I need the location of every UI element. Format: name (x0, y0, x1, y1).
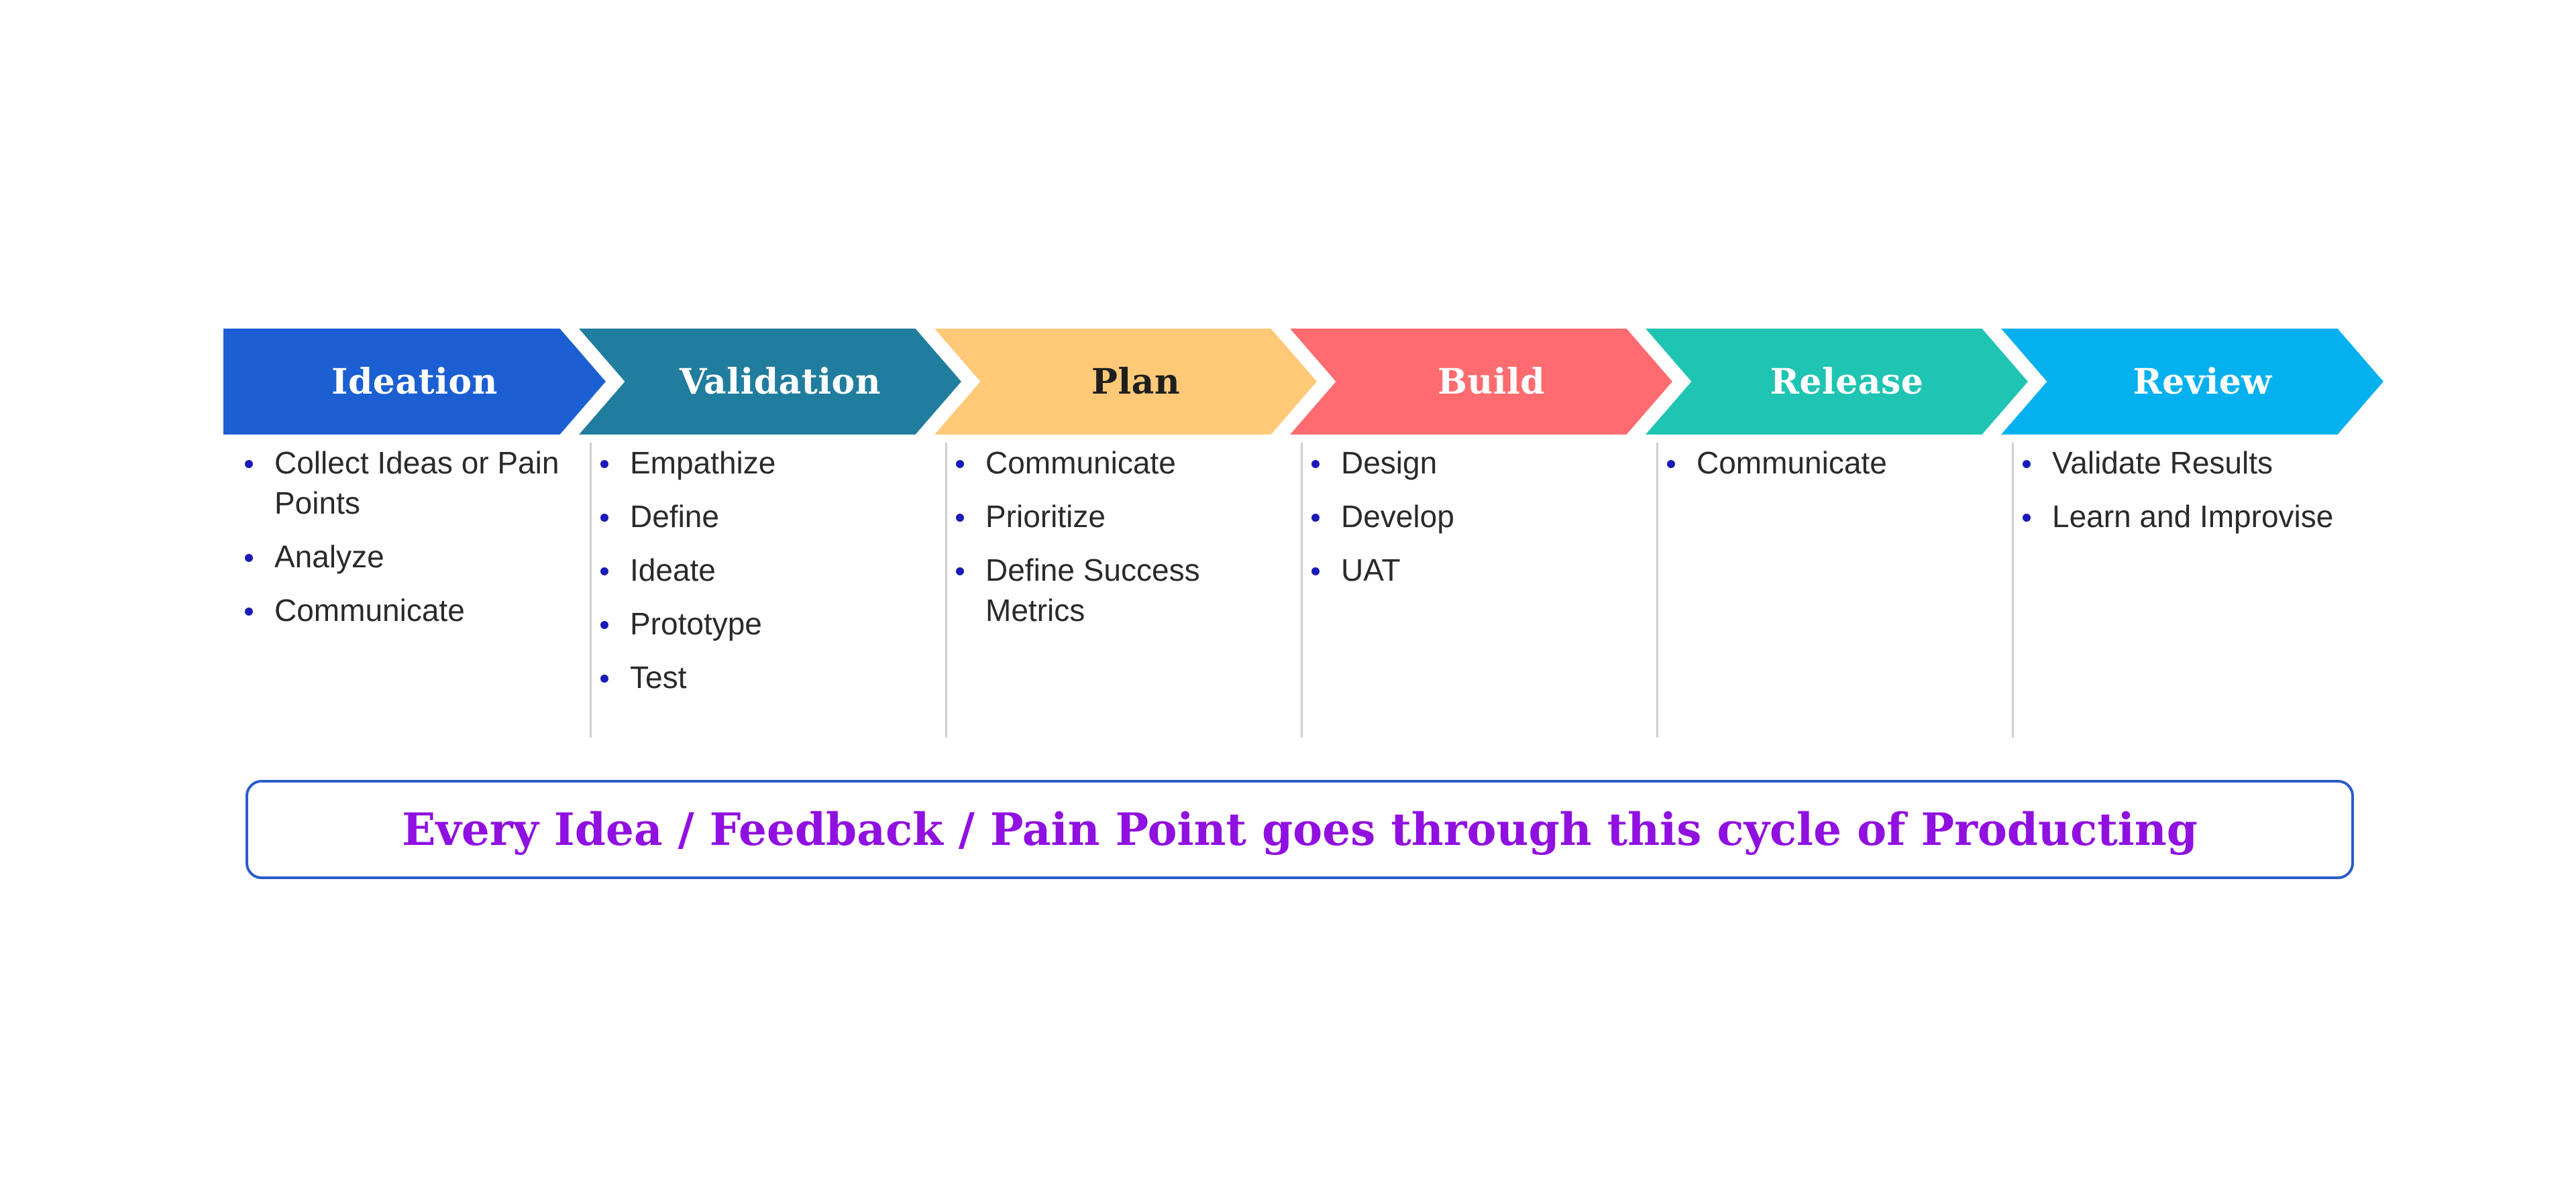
bullet-icon (956, 567, 964, 575)
column-divider (2012, 443, 2014, 738)
stage-item: UAT (1303, 550, 1652, 590)
bullet-icon (245, 460, 253, 468)
stage-item: Validate Results (2015, 443, 2363, 483)
stage-label-validation: Validation (679, 361, 881, 402)
stage-item: Communicate (948, 443, 1297, 483)
stage-chevron-review: Review (2001, 329, 2383, 435)
bullet-icon (600, 460, 608, 468)
stage-item-text: Develop (1341, 499, 1454, 534)
stage-item-text: Validate Results (2052, 445, 2273, 480)
bullet-icon (2023, 460, 2031, 468)
stage-label-ideation: Ideation (331, 361, 498, 402)
stage-item: Define Success Metrics (948, 550, 1297, 630)
stage-label-review: Review (2133, 361, 2272, 402)
stage-item: Prototype (592, 604, 941, 644)
stage-item-text: Communicate (985, 445, 1176, 480)
stage-label-build: Build (1437, 361, 1546, 402)
stage-item: Communicate (1659, 443, 2008, 483)
bullet-icon (600, 514, 608, 522)
stage-item-text: Collect Ideas or Pain Points (274, 445, 559, 520)
bullet-icon (600, 675, 608, 683)
column-divider (945, 443, 947, 738)
stage-item: Test (592, 657, 941, 697)
stage-item-text: UAT (1341, 553, 1401, 587)
bullet-icon (1311, 460, 1320, 468)
stage-item: Define (592, 496, 941, 536)
stage-item-text: Design (1341, 445, 1438, 480)
bullet-icon (245, 554, 253, 562)
bullet-icon (2023, 514, 2031, 522)
stage-item-text: Ideate (630, 553, 716, 587)
stage-items-release: Communicate (1659, 443, 2008, 483)
bullet-icon (600, 621, 608, 629)
bullet-icon (1311, 514, 1320, 522)
bullet-icon (956, 460, 964, 468)
stage-item: Design (1303, 443, 1652, 483)
stage-item: Collect Ideas or Pain Points (237, 443, 586, 523)
stage-item: Develop (1303, 496, 1652, 536)
stage-item-text: Define Success Metrics (985, 553, 1200, 628)
stage-item-text: Prioritize (985, 499, 1106, 534)
bullet-icon (1311, 567, 1320, 575)
stage-chevron-plan: Plan (934, 329, 1317, 435)
stage-item-text: Test (630, 660, 687, 695)
stage-chevron-validation: Validation (579, 329, 961, 435)
stage-item-text: Communicate (1697, 445, 1887, 480)
stage-chevron-release: Release (1646, 329, 2028, 435)
stage-item-text: Analyze (274, 539, 384, 574)
stage-chevron-build: Build (1290, 329, 1672, 435)
stage-item-text: Learn and Improvise (2052, 499, 2334, 534)
stage-item: Communicate (237, 590, 586, 630)
bullet-icon (1667, 460, 1675, 468)
stage-item: Ideate (592, 550, 941, 590)
bullet-icon (956, 514, 964, 522)
summary-banner: Every Idea / Feedback / Pain Point goes … (246, 780, 2354, 879)
stage-item-text: Communicate (274, 593, 465, 628)
stage-column-release: Communicate (1659, 443, 2008, 738)
summary-text: Every Idea / Feedback / Pain Point goes … (402, 803, 2198, 856)
stage-item: Learn and Improvise (2015, 496, 2363, 536)
stage-item: Analyze (237, 536, 586, 577)
stage-item-text: Prototype (630, 606, 762, 641)
stage-item-text: Define (630, 499, 719, 534)
stage-item-text: Empathize (630, 445, 776, 480)
stage-label-release: Release (1770, 361, 1924, 402)
stage-label-plan: Plan (1091, 361, 1181, 402)
stage-item: Empathize (592, 443, 941, 483)
column-divider (590, 443, 592, 738)
bullet-icon (600, 567, 608, 575)
stage-item: Prioritize (948, 496, 1297, 536)
bullet-icon (245, 608, 253, 616)
stage-chevron-ideation: Ideation (223, 329, 606, 435)
column-divider (1656, 443, 1658, 738)
column-divider (1301, 443, 1303, 738)
